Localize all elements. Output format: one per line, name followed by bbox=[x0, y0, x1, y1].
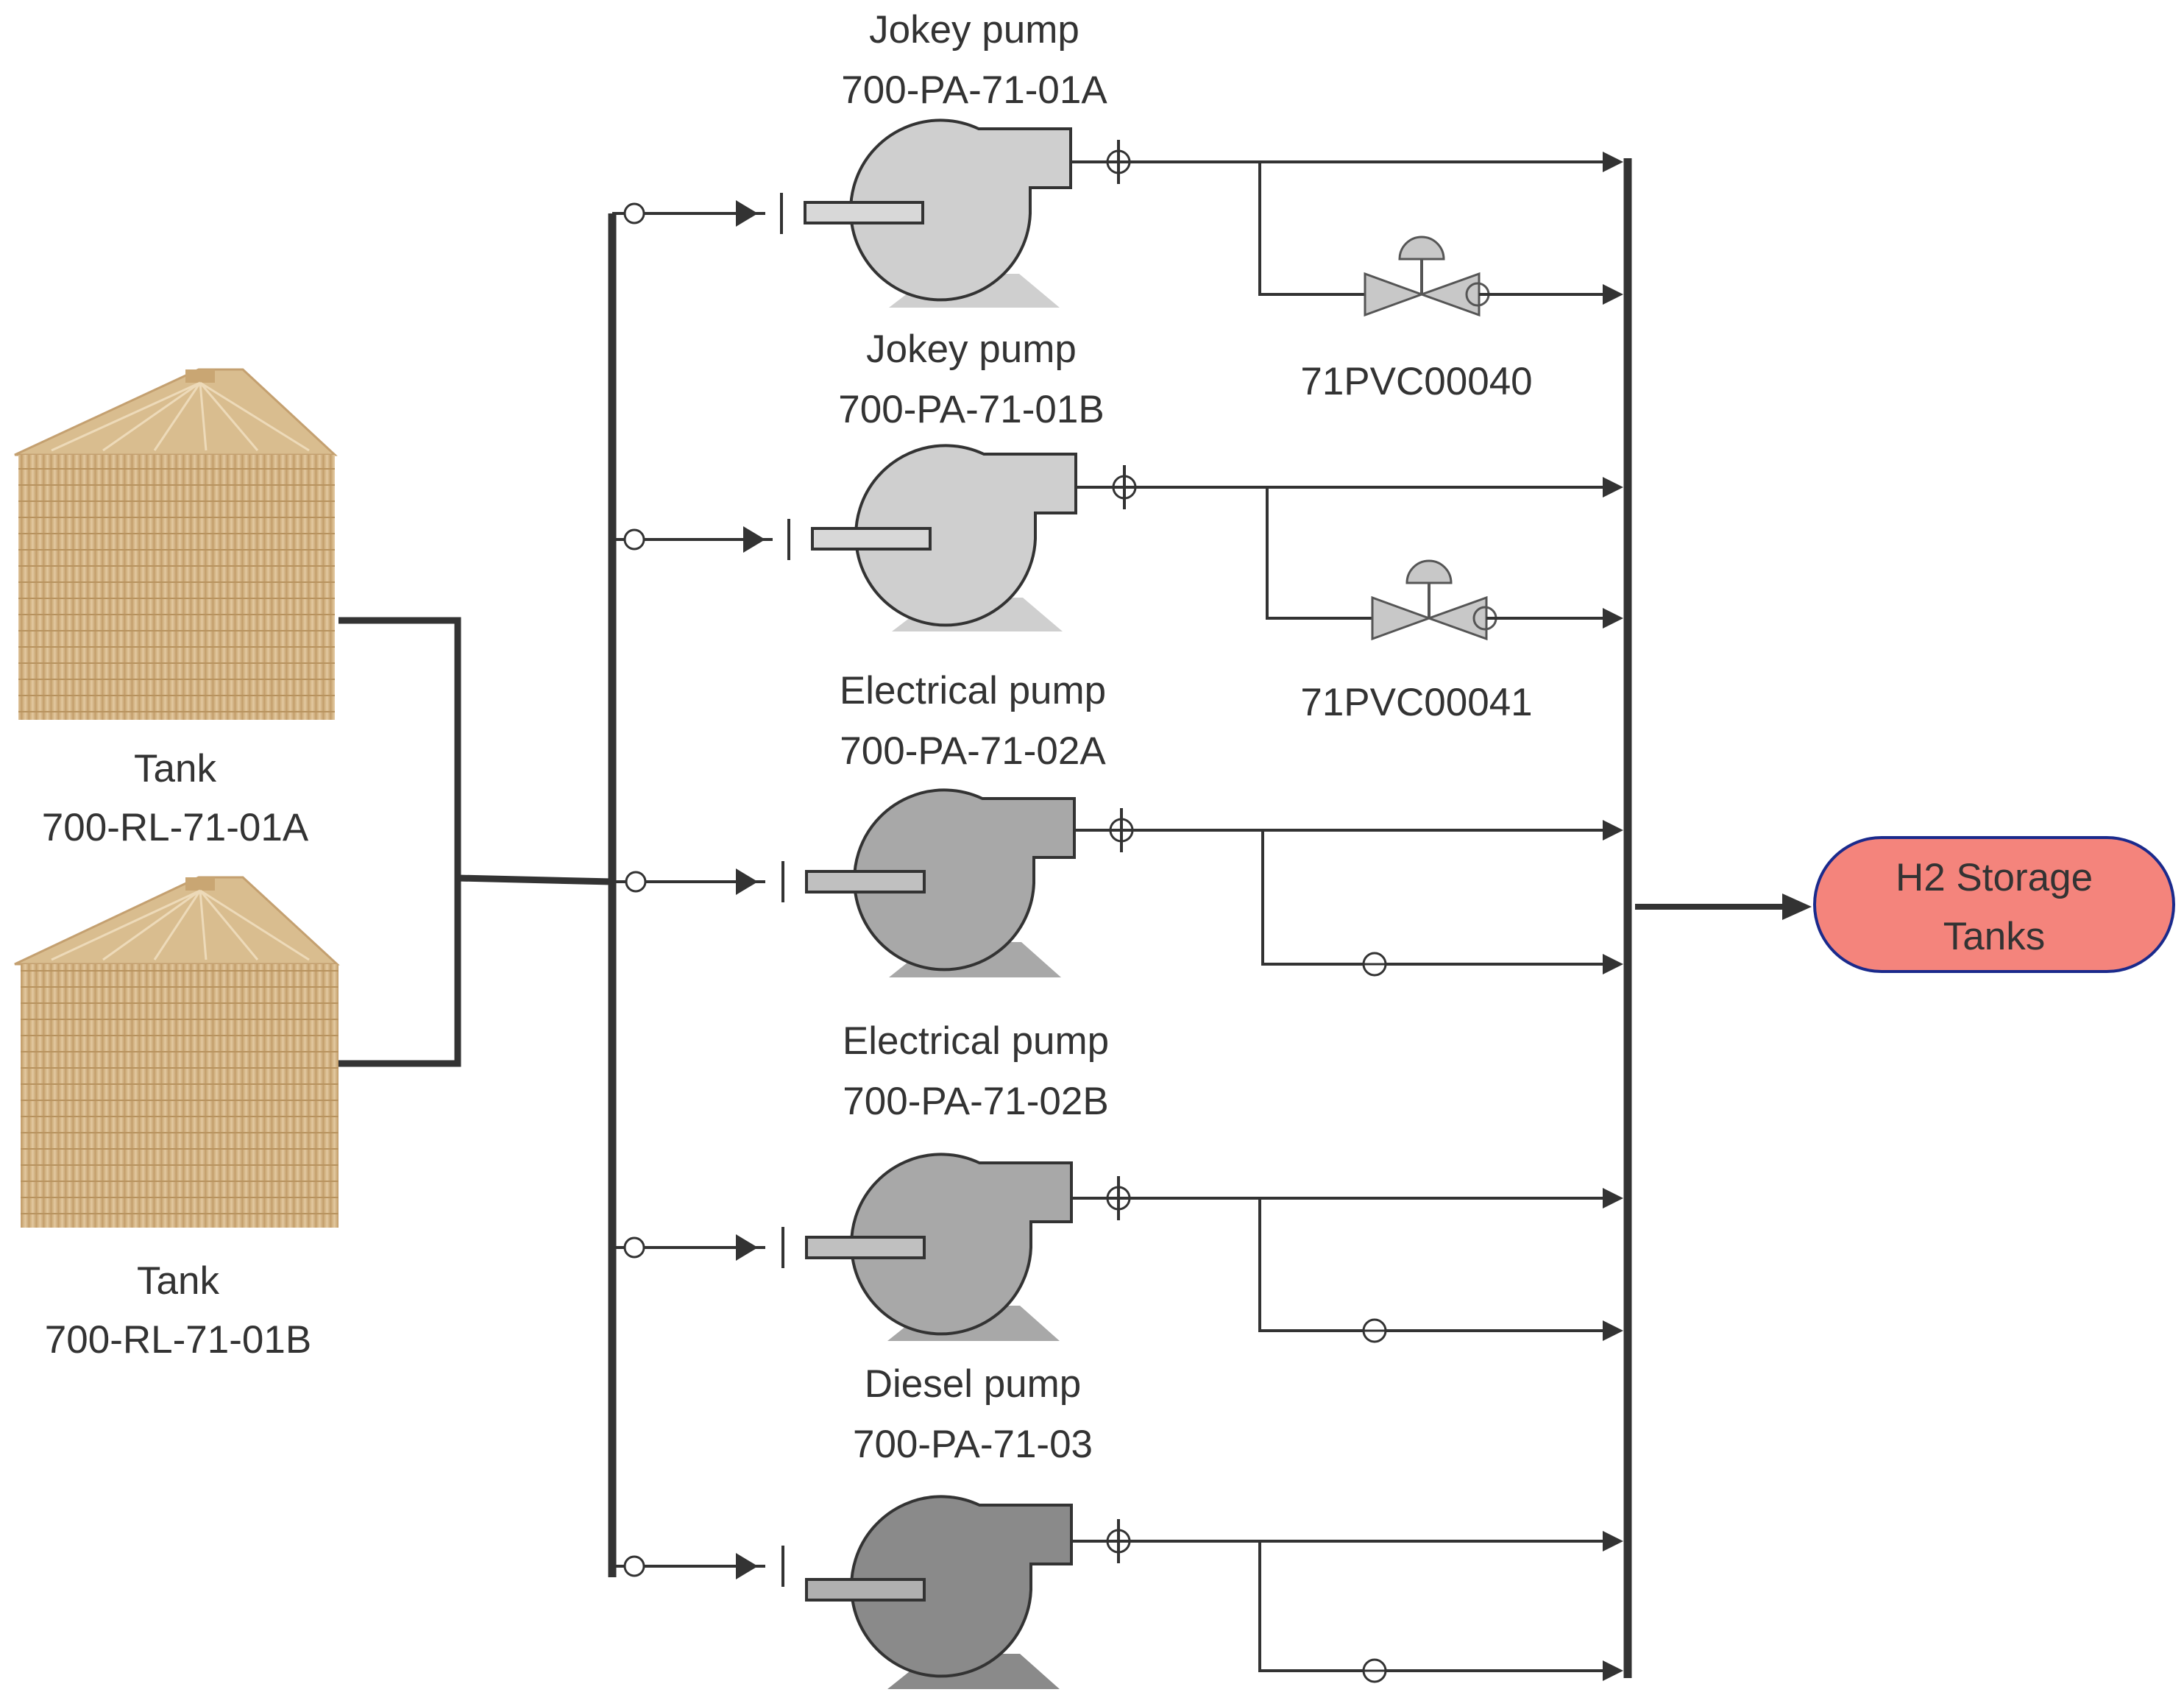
pump-electrical-b-name: Electrical pump bbox=[843, 1019, 1109, 1063]
pump-jokey-b-name: Jokey pump bbox=[866, 328, 1077, 371]
outlet-arrow bbox=[1782, 893, 1812, 920]
pump-jokey-a[interactable]: Jokey pump 700-PA-71-01A bbox=[612, 8, 1623, 308]
pump-jokey-a-name: Jokey pump bbox=[869, 8, 1079, 52]
pump-electrical-a-name: Electrical pump bbox=[840, 669, 1106, 712]
tank-outlet-pipes bbox=[338, 617, 613, 1067]
pump-electrical-b-tag: 700-PA-71-02B bbox=[843, 1080, 1108, 1123]
pump-electrical-a[interactable]: Electrical pump 700-PA-71-02A bbox=[612, 669, 1623, 977]
tank-a-name: Tank bbox=[134, 747, 216, 790]
control-valve-40-tag: 71PVC00040 bbox=[1300, 360, 1532, 403]
tank-b-name: Tank bbox=[137, 1259, 219, 1303]
control-valve-41[interactable]: 71PVC00041 bbox=[1266, 487, 1623, 724]
pump-electrical-a-tag: 700-PA-71-02A bbox=[840, 729, 1106, 773]
pump-electrical-b[interactable]: Electrical pump 700-PA-71-02B bbox=[612, 1019, 1623, 1343]
pump-jokey-b-tag: 700-PA-71-01B bbox=[838, 388, 1104, 431]
tank-a-tag: 700-RL-71-01A bbox=[42, 806, 309, 849]
h2-storage-terminator[interactable]: H2 Storage Tanks bbox=[1813, 836, 2175, 973]
pump-diesel-tag: 700-PA-71-03 bbox=[853, 1423, 1093, 1466]
control-valve-40[interactable]: 71PVC00040 bbox=[1258, 162, 1623, 403]
tank-b-tag: 700-RL-71-01B bbox=[45, 1318, 311, 1362]
h2-storage-line1: H2 Storage bbox=[1896, 856, 2093, 899]
pump-diesel-name: Diesel pump bbox=[865, 1362, 1082, 1406]
pump-jokey-b[interactable]: Jokey pump 700-PA-71-01B bbox=[612, 328, 1623, 631]
tank-b bbox=[14, 876, 340, 1228]
pump-jokey-a-tag: 700-PA-71-01A bbox=[841, 68, 1107, 112]
control-valve-41-tag: 71PVC00041 bbox=[1300, 681, 1532, 724]
tank-a bbox=[14, 368, 338, 720]
h2-storage-line2: Tanks bbox=[1943, 915, 2045, 958]
pump-diesel[interactable]: Diesel pump 700-PA-71-03 bbox=[612, 1362, 1623, 1689]
